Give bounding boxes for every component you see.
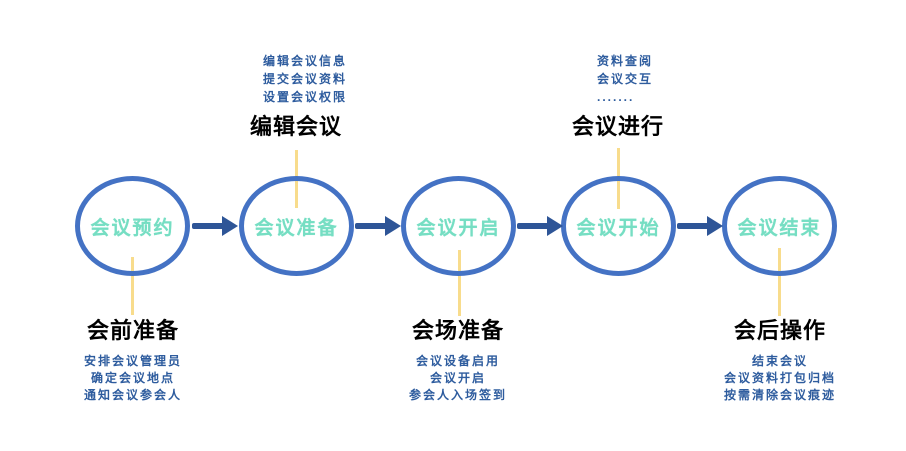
- arrow-right-icon: [677, 216, 723, 236]
- annotation-detail-line: 提交会议资料: [263, 72, 348, 86]
- annotation-detail-line: 会议资料打包归档: [723, 371, 836, 385]
- arrow-head: [707, 216, 723, 236]
- annotation-detail-line: 参会人入场签到: [408, 388, 507, 402]
- annotation-post-meeting-ops: 会后操作 结束会议 会议资料打包归档 按需清除会议痕迹: [670, 318, 890, 404]
- stage-circle-booking: 会议预约: [75, 176, 190, 276]
- stage-circle-preparation: 会议准备: [239, 176, 354, 276]
- connector-line: [458, 250, 461, 316]
- annotation-detail-line: 确定会议地点: [90, 371, 175, 385]
- annotation-detail-line: 会议交互: [597, 72, 654, 86]
- annotation-title: 会后操作: [733, 318, 826, 343]
- annotation-detail-line: 结束会议: [751, 354, 808, 368]
- arrow-right-icon: [192, 216, 238, 236]
- annotation-detail-lines: 会议设备启用 会议开启 参会人入场签到: [348, 353, 568, 404]
- annotation-title: 会前准备: [86, 318, 179, 343]
- annotation-detail-line: 资料查阅: [597, 54, 654, 68]
- stage-label: 会议开始: [576, 217, 661, 239]
- stage-circle-open: 会议开启: [401, 176, 516, 276]
- annotation-detail-line: 安排会议管理员: [83, 354, 182, 368]
- annotation-detail-lines: 编辑会议信息 提交会议资料 设置会议权限: [263, 52, 347, 106]
- annotation-detail-line: 编辑会议信息: [263, 54, 348, 68]
- annotation-detail-line: 设置会议权限: [263, 90, 348, 104]
- stage-label: 会议准备: [254, 217, 339, 239]
- arrow-shaft: [517, 223, 549, 229]
- annotation-detail-line: 会议开启: [429, 371, 486, 385]
- annotation-meeting-in-progress: 资料查阅 会议交互 ....... 会议进行: [572, 52, 664, 140]
- annotation-title: 会议进行: [572, 114, 665, 139]
- annotation-detail-lines: 安排会议管理员 确定会议地点 通知会议参会人: [23, 353, 243, 404]
- arrow-shaft: [677, 223, 709, 229]
- annotation-detail-line: 通知会议参会人: [83, 388, 182, 402]
- annotation-detail-line: 会议设备启用: [415, 354, 500, 368]
- annotation-edit-meeting: 编辑会议信息 提交会议资料 设置会议权限 编辑会议: [250, 52, 347, 140]
- annotation-detail-line: .......: [597, 90, 635, 104]
- annotation-pre-meeting-prep: 会前准备 安排会议管理员 确定会议地点 通知会议参会人: [23, 318, 243, 404]
- arrow-right-icon: [517, 216, 563, 236]
- annotation-detail-lines: 资料查阅 会议交互 .......: [597, 52, 664, 106]
- stage-label: 会议结束: [737, 217, 822, 239]
- annotation-title: 会场准备: [411, 318, 504, 343]
- annotation-title: 编辑会议: [250, 114, 343, 139]
- arrow-right-icon: [355, 216, 401, 236]
- annotation-detail-line: 按需清除会议痕迹: [723, 388, 836, 402]
- annotation-venue-prep: 会场准备 会议设备启用 会议开启 参会人入场签到: [348, 318, 568, 404]
- connector-line: [778, 248, 781, 316]
- connector-line: [131, 257, 134, 315]
- annotation-detail-lines: 结束会议 会议资料打包归档 按需清除会议痕迹: [670, 353, 890, 404]
- stage-circle-end: 会议结束: [722, 176, 837, 276]
- arrow-head: [385, 216, 401, 236]
- arrow-shaft: [355, 223, 387, 229]
- stage-label: 会议开启: [416, 217, 501, 239]
- arrow-shaft: [192, 223, 224, 229]
- stage-circle-start: 会议开始: [561, 176, 676, 276]
- arrow-head: [222, 216, 238, 236]
- stage-label: 会议预约: [90, 217, 175, 239]
- arrow-head: [547, 216, 563, 236]
